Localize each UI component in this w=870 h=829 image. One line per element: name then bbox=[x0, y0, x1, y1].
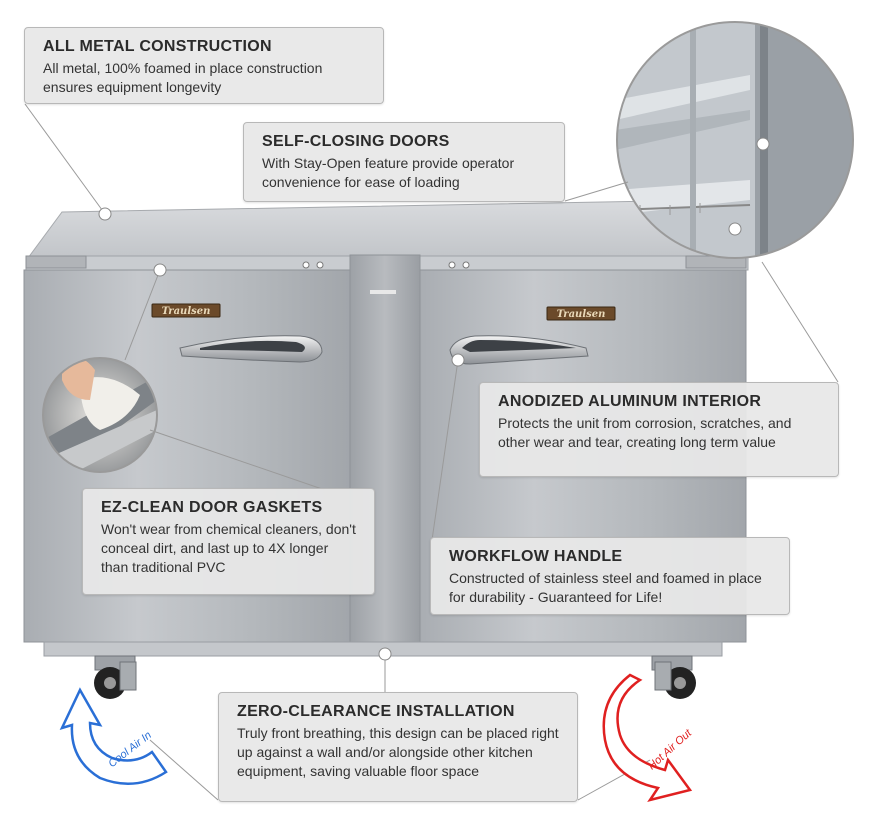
callout-all-metal-construction: ALL METAL CONSTRUCTION All metal, 100% f… bbox=[24, 27, 384, 104]
callout-title: ZERO-CLEARANCE INSTALLATION bbox=[237, 703, 515, 720]
callout-body: Constructed of stainless steel and foame… bbox=[449, 570, 762, 605]
callout-body: Truly front breathing, this design can b… bbox=[237, 725, 559, 779]
anchor-dot bbox=[728, 222, 742, 236]
anchor-dot bbox=[451, 353, 465, 367]
logo-text-right: Traulsen bbox=[557, 309, 606, 320]
right-caster bbox=[651, 655, 696, 699]
left-door-dot bbox=[316, 261, 324, 269]
callout-body: All metal, 100% foamed in place construc… bbox=[43, 60, 323, 95]
callout-workflow-handle: WORKFLOW HANDLE Constructed of stainless… bbox=[430, 537, 790, 615]
logo-plate-right bbox=[546, 306, 616, 321]
right-door-dot bbox=[448, 261, 456, 269]
left-handle-recess bbox=[200, 340, 305, 352]
callout-title: EZ-CLEAN DOOR GASKETS bbox=[101, 499, 323, 516]
callout-title: SELF-CLOSING DOORS bbox=[262, 133, 450, 150]
logo-text-left: Traulsen bbox=[162, 306, 211, 317]
callout-title: ANODIZED ALUMINUM INTERIOR bbox=[498, 393, 762, 410]
callout-anodized-aluminum-interior: ANODIZED ALUMINUM INTERIOR Protects the … bbox=[479, 382, 839, 477]
callout-body: Protects the unit from corrosion, scratc… bbox=[498, 415, 792, 450]
anchor-dot bbox=[378, 647, 392, 661]
callout-body: With Stay-Open feature provide operator … bbox=[262, 155, 515, 190]
anchor-dot bbox=[153, 263, 167, 277]
hot-air-arrow bbox=[602, 673, 693, 802]
callout-title: ALL METAL CONSTRUCTION bbox=[43, 38, 272, 55]
callout-body: Won't wear from chemical cleaners, don't… bbox=[101, 521, 356, 575]
right-door-dot bbox=[462, 261, 470, 269]
anchor-dot bbox=[98, 207, 112, 221]
right-handle-recess bbox=[462, 340, 576, 352]
gasket-inset bbox=[42, 357, 158, 473]
callout-ez-clean-door-gaskets: EZ-CLEAN DOOR GASKETS Won't wear from ch… bbox=[82, 488, 375, 595]
interior-inset bbox=[616, 21, 854, 259]
cool-air-arrow bbox=[59, 687, 168, 785]
callout-title: WORKFLOW HANDLE bbox=[449, 548, 623, 565]
mullion-label-plate bbox=[370, 290, 396, 294]
callout-self-closing-doors: SELF-CLOSING DOORS With Stay-Open featur… bbox=[243, 122, 565, 202]
left-door-dot bbox=[302, 261, 310, 269]
left-caster bbox=[94, 655, 137, 699]
left-hinge bbox=[25, 255, 87, 269]
callout-zero-clearance-installation: ZERO-CLEARANCE INSTALLATION Truly front … bbox=[218, 692, 578, 802]
anchor-dot bbox=[756, 137, 770, 151]
logo-plate-left bbox=[151, 303, 221, 318]
leader-lines bbox=[24, 103, 839, 801]
